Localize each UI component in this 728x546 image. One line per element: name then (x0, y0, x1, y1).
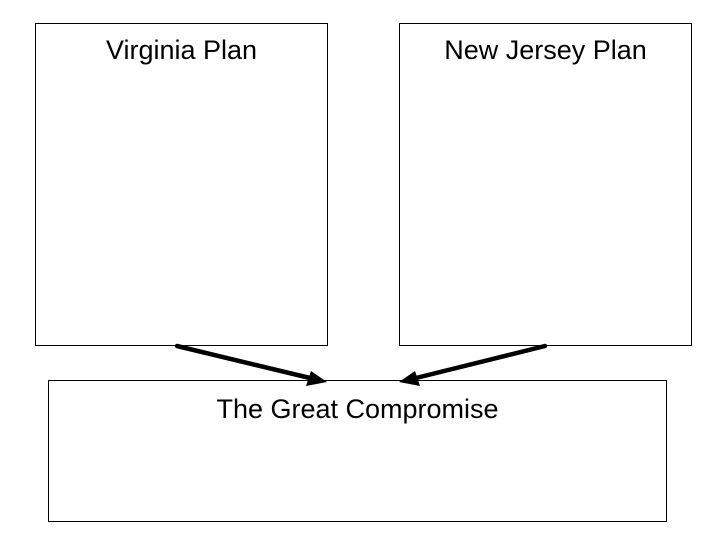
virginia-plan-box: Virginia Plan (35, 23, 328, 346)
arrow-virginia-to-compromise (174, 343, 327, 386)
virginia-plan-title: Virginia Plan (105, 35, 258, 65)
new-jersey-plan-title: New Jersey Plan (444, 35, 647, 65)
arrow-newjersey-to-compromise (399, 343, 548, 386)
great-compromise-box: The Great Compromise (48, 380, 667, 522)
great-compromise-title: The Great Compromise (216, 394, 499, 424)
